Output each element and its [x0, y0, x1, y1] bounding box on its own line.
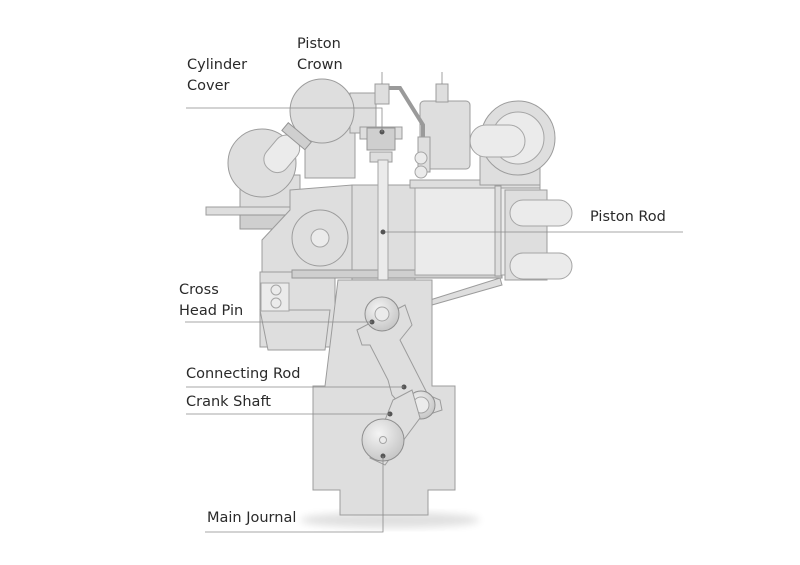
label-line: Head Pin	[179, 303, 244, 319]
label-cross-head-pin: Cross Head Pin	[179, 280, 243, 322]
label-line: Piston	[297, 36, 341, 52]
right-frame	[409, 179, 573, 281]
label-main-journal: Main Journal	[207, 510, 297, 526]
label-line: Cross	[179, 282, 219, 298]
leader-cylinder-cover	[186, 107, 383, 132]
label-piston-crown: Piston Crown	[297, 34, 343, 76]
label-line: Crown	[297, 57, 343, 73]
label-connecting-rod: Connecting Rod	[186, 366, 301, 382]
label-line: Cover	[187, 78, 230, 94]
right-turbo	[419, 72, 556, 186]
crankcase	[312, 279, 456, 516]
leader-main-journal	[205, 456, 384, 533]
leader-lines	[185, 107, 683, 533]
crank-mechanism	[356, 296, 443, 466]
label-line: Cylinder	[187, 57, 248, 73]
fuel-injector	[374, 72, 431, 179]
cylinder-block	[259, 184, 503, 351]
piston-assembly	[359, 126, 403, 306]
label-cylinder-cover: Cylinder Cover	[187, 55, 247, 97]
label-crank-shaft: Crank Shaft	[186, 394, 271, 410]
label-piston-rod: Piston Rod	[590, 209, 666, 225]
cylinder-cover	[263, 78, 377, 179]
